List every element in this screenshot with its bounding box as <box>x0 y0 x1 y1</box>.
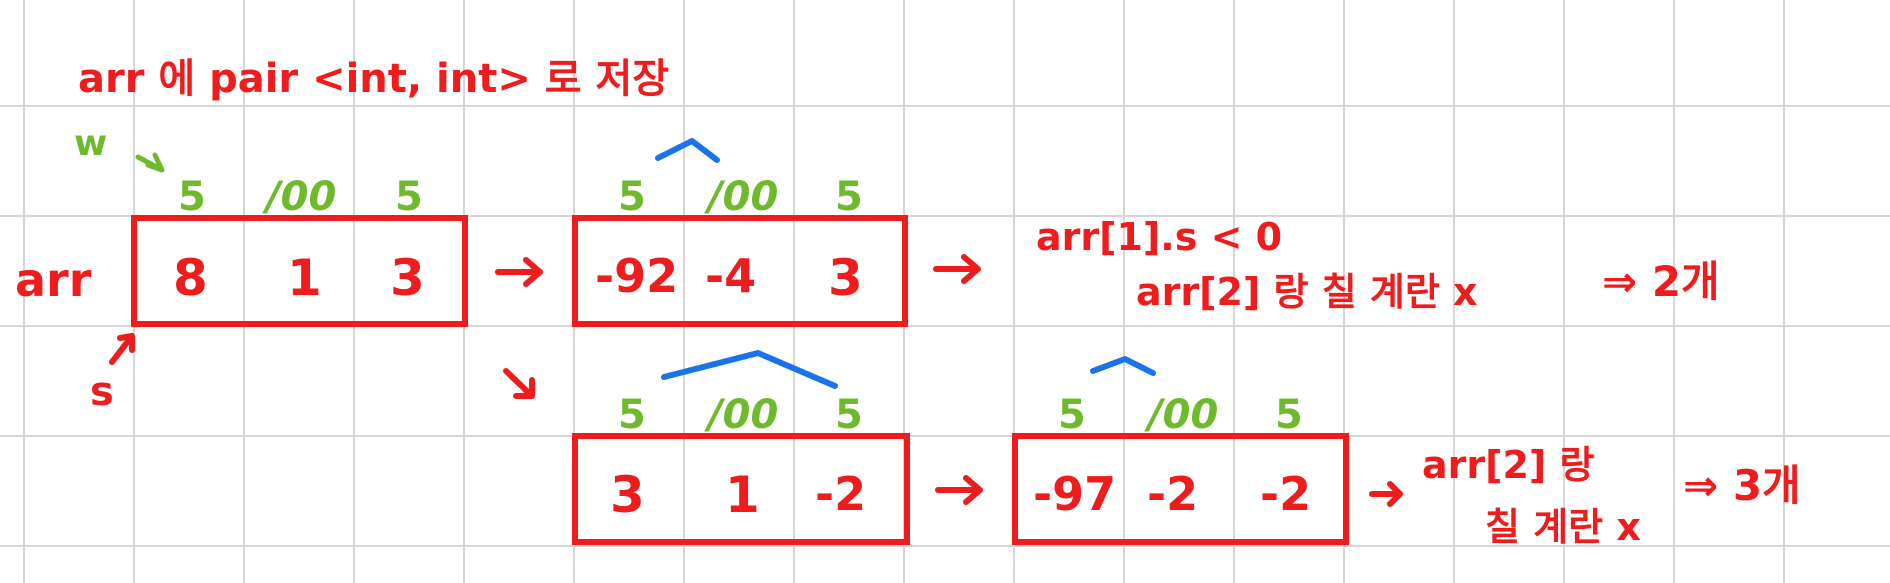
blue-span-step1 <box>655 138 720 163</box>
weight-3: 5 <box>395 174 423 220</box>
cell-initial-2: 1 <box>287 249 322 307</box>
note-skip-2a: arr[2] 랑 <box>1422 443 1595 487</box>
array-box-initial <box>131 215 468 327</box>
cell-step2-2: 1 <box>725 466 760 524</box>
weight-2: /00 <box>704 174 778 220</box>
weight-2: /00 <box>1144 392 1218 438</box>
cell-step3-1: -97 <box>1033 467 1116 521</box>
weight-3: 5 <box>1275 392 1303 438</box>
header-note: arr 에 pair <int, int> 로 저장 <box>78 56 669 102</box>
cell-step3-3: -2 <box>1260 467 1311 521</box>
s-label: s <box>90 369 114 415</box>
result-2: ⇒ 3개 <box>1683 461 1801 510</box>
arr-label: arr <box>15 253 92 307</box>
weights-step1: 5 /00 5 <box>618 174 863 220</box>
arrow-initial-to-step1 <box>495 257 543 287</box>
weight-3: 5 <box>835 174 863 220</box>
blue-span-step3 <box>1090 356 1156 376</box>
weights-initial: 5 /00 5 <box>178 174 423 220</box>
cell-step3-2: -2 <box>1147 467 1198 521</box>
arrow-step2-to-step3 <box>935 475 983 505</box>
arrow-step1-to-note <box>933 254 981 284</box>
result-1: ⇒ 2개 <box>1602 257 1720 306</box>
weight-2: /00 <box>262 174 336 220</box>
cell-step2-1: 3 <box>610 466 645 524</box>
blue-span-step2 <box>661 350 838 389</box>
weights-step2: 5 /00 5 <box>618 392 863 438</box>
weight-3: 5 <box>835 392 863 438</box>
arrow-step3-to-note <box>1369 481 1403 507</box>
cell-step2-3: -2 <box>815 467 866 521</box>
note-skip-2b: 칠 계란 x <box>1485 505 1641 549</box>
cell-step1-3: 3 <box>828 249 863 307</box>
array-box-step1 <box>572 215 908 327</box>
note-condition: arr[1].s < 0 <box>1036 215 1282 259</box>
cell-step1-1: -92 <box>595 249 678 303</box>
w-arrow <box>135 152 165 173</box>
cell-initial-1: 8 <box>173 249 208 307</box>
weights-step3: 5 /00 5 <box>1058 392 1303 438</box>
weight-2: /00 <box>704 392 778 438</box>
array-box-step2 <box>572 433 910 545</box>
w-label: w <box>74 123 107 164</box>
s-arrow <box>109 333 135 365</box>
array-box-step3 <box>1012 433 1349 545</box>
note-skip-1: arr[2] 랑 칠 계란 x <box>1136 270 1478 314</box>
weight-1: 5 <box>178 174 206 220</box>
weight-1: 5 <box>618 174 646 220</box>
arrow-initial-to-step2 <box>503 368 535 399</box>
weight-1: 5 <box>618 392 646 438</box>
cell-initial-3: 3 <box>390 249 425 307</box>
weight-1: 5 <box>1058 392 1086 438</box>
cell-step1-2: -4 <box>705 249 756 303</box>
